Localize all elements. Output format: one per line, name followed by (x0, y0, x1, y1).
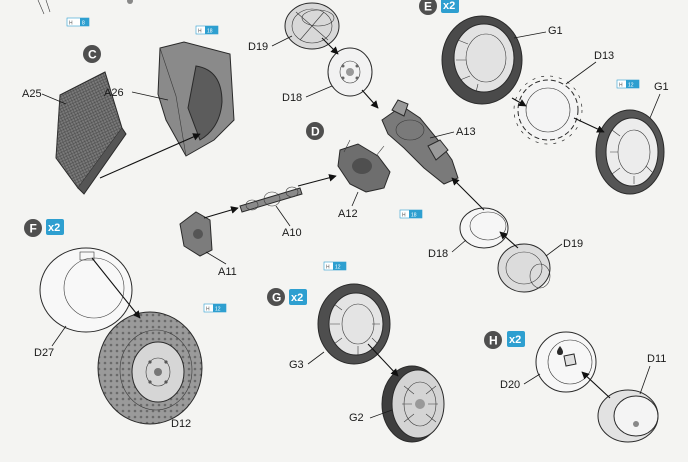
step-badge-f: F (24, 219, 42, 237)
paint-note-e: H 12 (616, 79, 640, 89)
step-f: F x2 D27 H 12 D12 (24, 219, 227, 430)
svg-text:x2: x2 (443, 0, 455, 12)
paint-note-d: H 18 (399, 209, 423, 219)
label-d13: D13 (594, 50, 614, 62)
label-g2: G2 (349, 412, 364, 424)
part-a13-axle (381, 99, 459, 185)
part-d20-disc (535, 331, 597, 393)
label-d18-top: D18 (282, 92, 302, 104)
part-a10-driveshaft (239, 186, 303, 213)
part-d13-gear (513, 75, 583, 145)
part-d18-ring-mid (459, 207, 509, 249)
svg-text:G: G (272, 291, 281, 305)
label-g1-top: G1 (548, 25, 563, 37)
label-d20: D20 (500, 379, 520, 391)
step-g: G x2 H 12 G3 G2 (267, 261, 445, 443)
svg-text:D: D (311, 125, 320, 139)
svg-text:x2: x2 (48, 222, 60, 234)
multiplier-badge-g: x2 (289, 289, 307, 305)
step-e: E x2 G1 D13 H 12 (419, 0, 669, 195)
svg-text:H: H (619, 83, 623, 89)
part-d12-wheel (97, 311, 203, 425)
svg-text:12: 12 (628, 83, 634, 89)
part-a25-grille (55, 71, 127, 195)
assembly-arrow-c (99, 133, 201, 179)
svg-text:12: 12 (335, 265, 341, 271)
svg-text:C: C (88, 48, 97, 62)
svg-text:E: E (424, 0, 432, 14)
label-d27: D27 (34, 347, 54, 359)
label-a12: A12 (338, 208, 358, 220)
label-a26: A26 (104, 87, 124, 99)
svg-text:H: H (69, 21, 73, 27)
multiplier-badge-f: x2 (46, 219, 64, 235)
part-g1-rim-top (441, 15, 523, 105)
label-d19-mid: D19 (563, 238, 583, 250)
svg-text:H: H (402, 213, 406, 219)
paint-note-c: H 18 (195, 25, 219, 35)
svg-text:12: 12 (215, 307, 221, 313)
part-g1-rim-right (595, 109, 665, 195)
paint-note-top-left: H 8 (66, 17, 90, 27)
label-a25: A25 (22, 88, 42, 100)
svg-text:18: 18 (207, 29, 213, 35)
svg-text:H: H (206, 307, 210, 313)
step-h: H x2 D20 D11 (484, 331, 666, 443)
part-d19-drum-mid (497, 243, 551, 293)
svg-text:H: H (198, 29, 202, 35)
svg-text:H: H (489, 334, 498, 348)
step-d: D D19 D18 A13 (179, 2, 583, 293)
part-a11-bracket (179, 211, 213, 257)
step-badge-e: E (419, 0, 437, 15)
step-badge-c: C (83, 45, 101, 63)
part-d18-hub-top (327, 47, 373, 97)
part-a12-differential (337, 139, 391, 193)
svg-text:8: 8 (82, 21, 85, 27)
part-d11-hub (597, 389, 659, 443)
label-g1-right: G1 (654, 81, 669, 93)
part-d19-drum-top (284, 2, 340, 50)
svg-text:18: 18 (411, 213, 417, 219)
svg-text:x2: x2 (509, 334, 521, 346)
label-a13: A13 (456, 126, 476, 138)
multiplier-badge-e: x2 (441, 0, 459, 13)
step-badge-g: G (267, 288, 285, 306)
svg-text:F: F (30, 222, 37, 236)
part-d27-insert (39, 247, 133, 333)
label-d18-mid: D18 (428, 248, 448, 260)
step-badge-d: D (306, 122, 324, 140)
svg-text:x2: x2 (291, 292, 303, 304)
label-a10: A10 (282, 227, 302, 239)
part-g2-rim (381, 365, 445, 443)
label-d11: D11 (647, 353, 666, 365)
label-d19-top: D19 (248, 41, 268, 53)
step-badge-h: H (484, 331, 502, 349)
step-c: C H 18 A25 A26 (22, 25, 235, 195)
top-left-remnant: H 8 (37, 0, 133, 27)
svg-text:H: H (326, 265, 330, 271)
paint-note-g: H 12 (323, 261, 347, 271)
part-g3-rim (317, 283, 391, 365)
part-a26-housing (157, 41, 235, 157)
multiplier-badge-h: x2 (507, 331, 525, 347)
label-g3: G3 (289, 359, 304, 371)
glue-drop-icon (557, 346, 563, 355)
label-a11: A11 (218, 266, 237, 278)
paint-note-f: H 12 (203, 303, 227, 313)
label-d12: D12 (171, 418, 191, 430)
